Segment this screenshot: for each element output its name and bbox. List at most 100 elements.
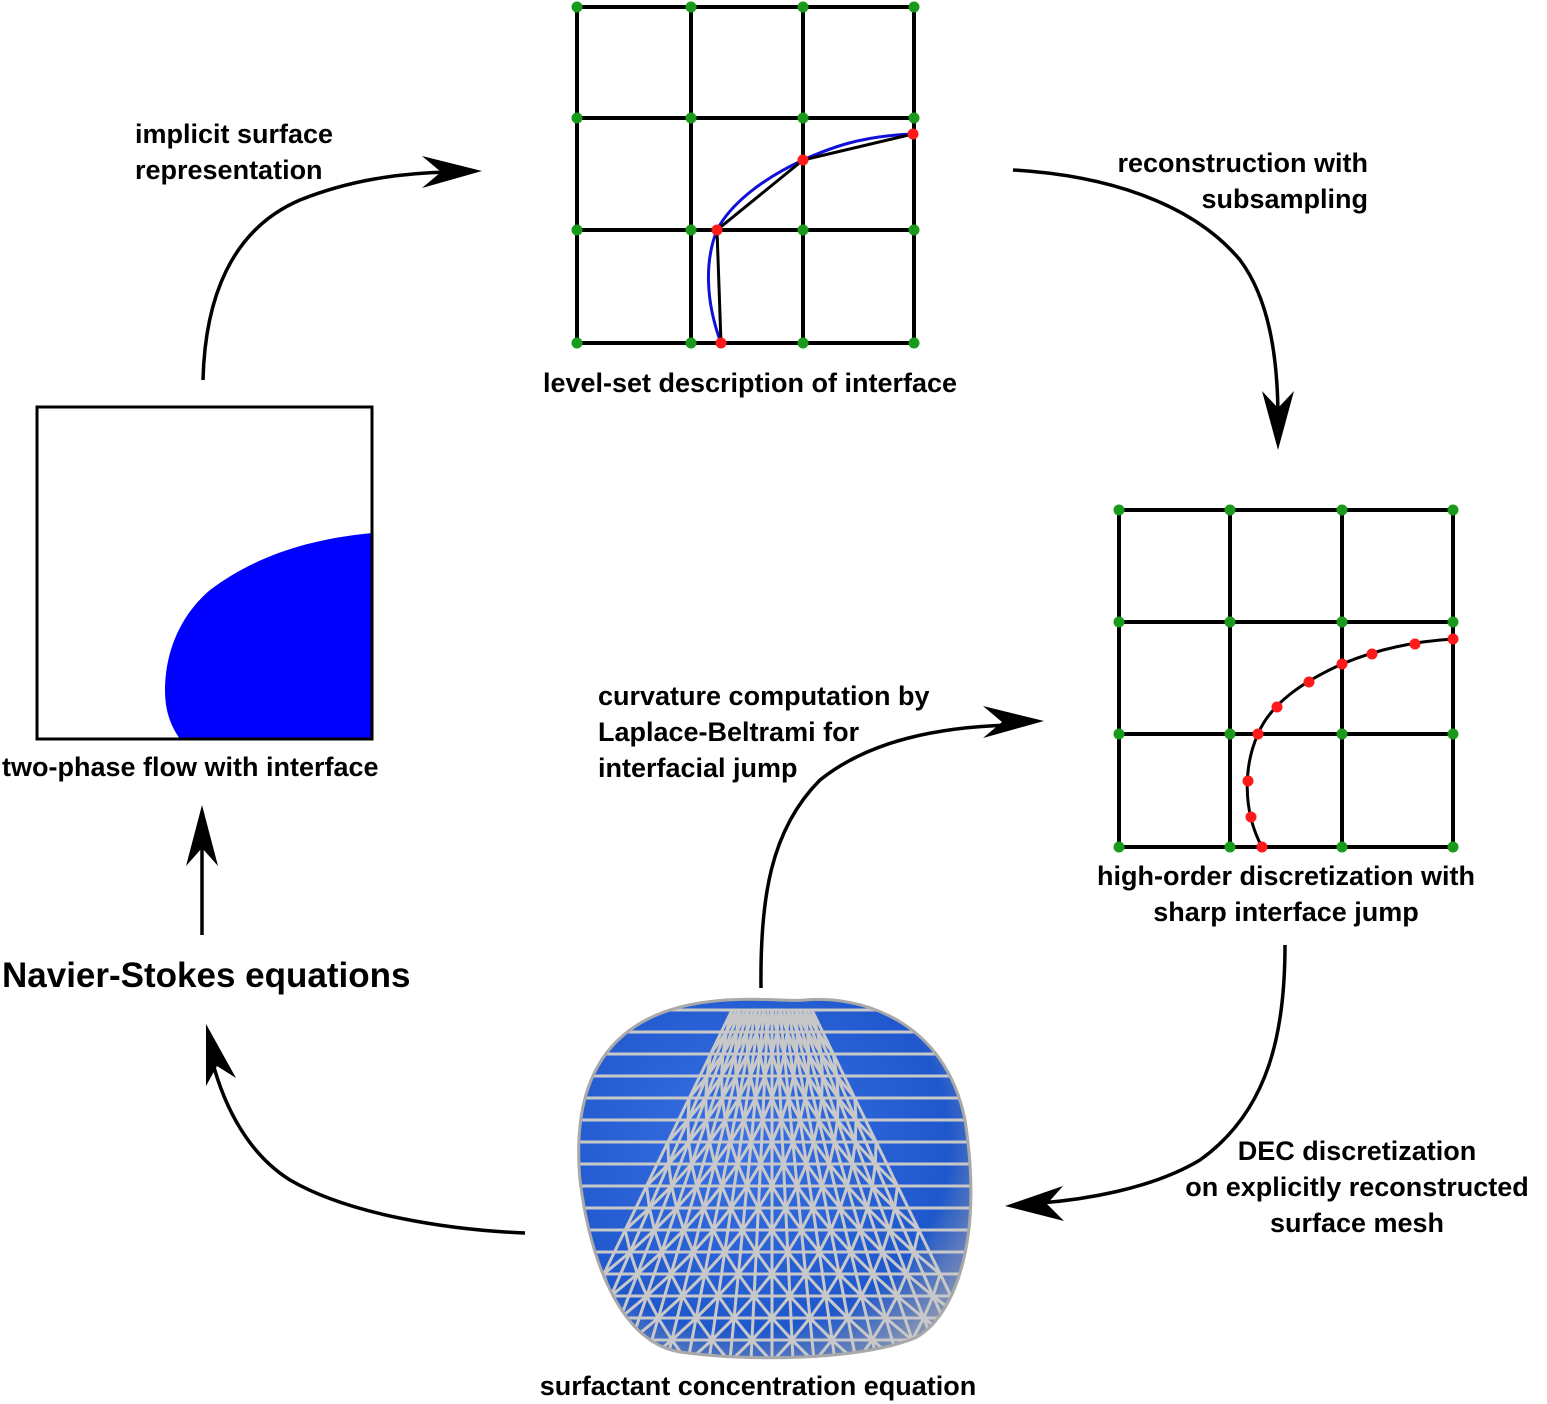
mesh-edge (754, 1097, 765, 1121)
grid-node-dot (685, 1, 697, 13)
arrow-dec-discretization (1039, 944, 1287, 1205)
grid-node-dot (1447, 504, 1459, 516)
mesh-edge (670, 1316, 698, 1342)
mesh-edge (725, 1009, 742, 1033)
mesh-edge (831, 1338, 858, 1358)
mesh-edge (624, 1206, 651, 1232)
mesh-edge (741, 1207, 760, 1231)
grid-node-dot (797, 112, 809, 124)
mesh-edge (723, 1119, 732, 1143)
mesh-edge (705, 1097, 724, 1121)
mesh-edge (819, 1053, 839, 1077)
mesh-edge (686, 1097, 691, 1121)
mesh-edge (734, 1053, 749, 1077)
mesh-edge (647, 1207, 656, 1231)
levelset-interface-points (711, 128, 919, 349)
mesh-edge (770, 1075, 781, 1099)
mesh-edge (796, 1031, 811, 1055)
mesh-edge (690, 1141, 711, 1165)
grid-node-dot (1113, 728, 1125, 740)
mesh-edge (720, 1185, 733, 1209)
mesh-edge (750, 1316, 774, 1342)
mesh-edge (720, 1097, 727, 1121)
mesh-edge (790, 1317, 812, 1341)
mesh-edge (704, 1075, 709, 1099)
reconstruction-label: reconstruction with subsampling (1040, 145, 1368, 217)
mesh-edge (939, 1339, 954, 1358)
mesh-edge (770, 1185, 787, 1209)
mesh-edge (695, 1185, 706, 1209)
curvature-label-line1: curvature computation by (598, 681, 930, 711)
mesh-edge (691, 1251, 707, 1275)
twophase-caption: two-phase flow with interface (2, 749, 379, 785)
mesh-edge (723, 1251, 740, 1275)
mesh-edge (770, 1316, 794, 1342)
curvature-label-line3: interfacial jump (598, 753, 798, 783)
mesh-edge (686, 1097, 707, 1121)
mesh-edge (645, 1295, 660, 1319)
mesh-edge (800, 1207, 815, 1231)
highorder-caption-line1: high-order discretization with (1096, 861, 1475, 891)
twophase-flow-box (35, 405, 374, 741)
mesh-edge (832, 1119, 839, 1143)
mesh-edge (623, 1229, 632, 1253)
mesh-edge (870, 1317, 888, 1341)
mesh-edge (737, 1251, 758, 1275)
mesh-edge (755, 1229, 774, 1253)
mesh-edge (803, 1097, 820, 1121)
mesh-edge (800, 1229, 821, 1253)
grid-node-dot (1113, 504, 1125, 516)
mesh-edge (806, 1075, 823, 1099)
grid-node-dot (571, 112, 583, 124)
mesh-edge (790, 1338, 816, 1358)
mesh-edge (804, 1251, 821, 1275)
mesh-edge (849, 1229, 862, 1253)
grid-node-dot (1224, 728, 1236, 740)
mesh-edge (858, 1207, 869, 1231)
mesh-edge (648, 1184, 673, 1210)
navier-stokes-text: Navier-Stokes equations (2, 956, 411, 995)
mesh-edge (777, 1053, 786, 1077)
mesh-edge (798, 1119, 815, 1143)
mesh-edge (884, 1295, 899, 1319)
mesh-edge (675, 1184, 698, 1210)
mesh-edge (806, 1053, 811, 1077)
mesh-edge (653, 1206, 678, 1232)
levelset-grid-nodes (571, 1, 920, 349)
curvature-label: curvature computation by Laplace-Beltram… (598, 678, 930, 786)
mesh-edge (860, 1294, 887, 1320)
surfactant-caption-text: surfactant concentration equation (539, 1371, 977, 1401)
mesh-edge (741, 1229, 758, 1253)
mesh-edge (905, 1272, 934, 1298)
mesh-edge (849, 1250, 874, 1276)
mesh-edge (737, 1075, 752, 1099)
mesh-edge (732, 1317, 754, 1341)
mesh-edge (628, 1251, 639, 1275)
mesh-edge (703, 1250, 726, 1276)
grid-node-dot (685, 224, 697, 236)
mesh-edge (666, 1141, 671, 1165)
mesh-edge (786, 1251, 807, 1275)
mesh-edge (653, 1229, 664, 1253)
mesh-edge (782, 1141, 795, 1165)
grid-node-dot (685, 112, 697, 124)
mesh-edge (757, 1207, 774, 1231)
mesh-edge (784, 1207, 803, 1231)
mesh-edge (729, 1185, 749, 1209)
mesh-edge (733, 1031, 748, 1055)
mesh-edge (817, 1229, 833, 1253)
mesh-edge (853, 1097, 858, 1121)
mesh-edge (787, 1075, 796, 1099)
mesh-edge (950, 1317, 963, 1341)
mesh-edge (710, 1316, 736, 1342)
levelset-grid-lines (575, 5, 916, 345)
mesh-edge (905, 1251, 916, 1275)
grid-node-dot (1113, 616, 1125, 628)
grid-node-dot (797, 224, 809, 236)
mesh-edge (838, 1272, 863, 1298)
mesh-edge (888, 1207, 897, 1231)
mesh-edge (742, 1119, 753, 1143)
grid-node-dot (797, 1, 809, 13)
twophase-flow-panel (35, 405, 374, 741)
mesh-edge (710, 1339, 731, 1358)
